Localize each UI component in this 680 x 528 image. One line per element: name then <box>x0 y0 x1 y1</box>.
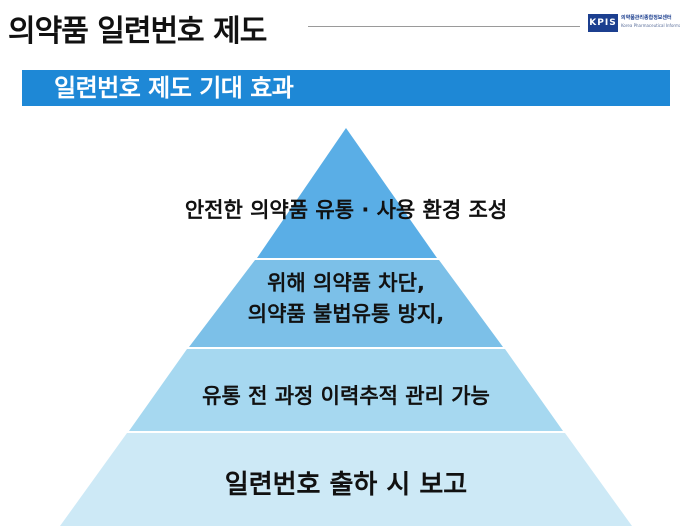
tier-label-second-line2: 의약품 불법유통 방지, <box>247 302 445 326</box>
page-title: 의약품 일련번호 제도 <box>8 14 267 49</box>
pyramid-tier-third <box>129 349 563 431</box>
section-title: 일련번호 제도 기대 효과 <box>54 74 294 102</box>
kpis-logo: KPIS 의약품관리종합정보센터 Korea Pharmaceutical In… <box>588 12 680 36</box>
logo-mark: KPIS <box>588 14 618 32</box>
pyramid-tier-base <box>60 433 632 526</box>
tier-label-top: 안전한 의약품 유통 · 사용 환경 조성 <box>184 198 508 222</box>
title-divider <box>308 26 580 27</box>
logo-org-name: 의약품관리종합정보센터 <box>621 15 672 21</box>
pyramid-tier-second <box>189 260 503 347</box>
pyramid-tier-top <box>257 128 437 258</box>
tier-label-third: 유통 전 과정 이력추적 관리 가능 <box>202 384 490 408</box>
logo-org-name-en: Korea Pharmaceutical Information Service <box>621 23 680 28</box>
section-header-bar: 일련번호 제도 기대 효과 <box>22 70 670 106</box>
tier-label-base: 일련번호 출하 시 보고 <box>224 470 468 500</box>
tier-label-second-line1: 위해 의약품 차단, <box>267 271 425 295</box>
